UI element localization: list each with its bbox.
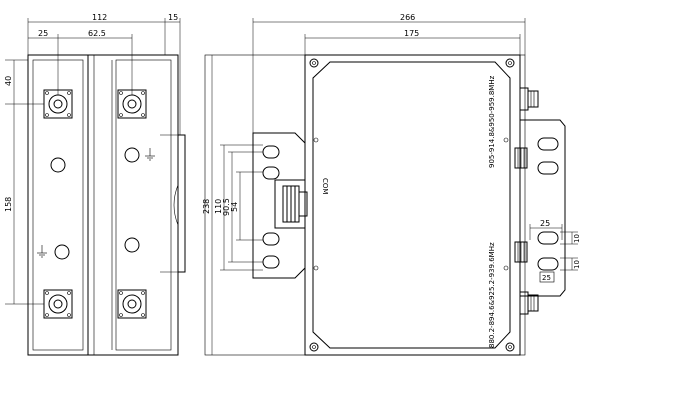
screw-icon xyxy=(309,342,319,352)
screw-icon xyxy=(505,342,515,352)
dim-175: 175 xyxy=(404,29,419,38)
screw-icon xyxy=(505,58,515,68)
right-view: COM xyxy=(202,13,581,356)
connector-bottom-left xyxy=(43,289,73,319)
left-side-flange xyxy=(178,134,186,273)
dim-40: 40 xyxy=(4,76,13,86)
bracket-slot xyxy=(262,145,280,159)
bracket-slot xyxy=(262,232,280,246)
dim-238: 238 xyxy=(202,199,211,214)
bracket-slot xyxy=(537,231,559,245)
left-body-outline xyxy=(27,54,179,356)
output-connector-bottom xyxy=(519,291,539,315)
output-connector-lower-mid xyxy=(514,241,528,263)
output-connector-upper-mid xyxy=(514,147,528,169)
dim-15: 15 xyxy=(168,13,178,22)
dim-90-5: 90.5 xyxy=(222,198,231,216)
dim-10b: 10 xyxy=(573,260,581,269)
left-mounting-bracket xyxy=(252,132,306,279)
com-label: COM xyxy=(321,178,329,194)
ground-icon xyxy=(124,147,155,163)
dim-266: 266 xyxy=(400,13,415,22)
bracket-slot xyxy=(537,161,559,175)
left-back-frame xyxy=(115,59,172,351)
ground-icon xyxy=(37,244,70,260)
bracket-slot xyxy=(262,166,280,180)
bracket-slot xyxy=(537,137,559,151)
freq-label-top: 905-914.8&950-959.8MHz xyxy=(488,75,496,168)
dim-62-5: 62.5 xyxy=(88,29,106,38)
dim-25-top: 25 xyxy=(540,219,550,228)
screw-icon xyxy=(309,58,319,68)
left-hole-upper xyxy=(50,157,66,173)
output-connector-top xyxy=(519,87,539,111)
right-inner-panel xyxy=(312,61,511,349)
dim-10: 10 xyxy=(573,234,581,243)
left-view: 112 15 25 62.5 40 158 xyxy=(4,13,186,356)
com-connector xyxy=(274,179,308,229)
bracket-slot xyxy=(262,255,280,269)
connector-bottom-right xyxy=(117,289,147,319)
dim-110: 110 xyxy=(214,199,223,214)
left-hole-lower xyxy=(124,237,140,253)
dim-112: 112 xyxy=(92,13,107,22)
left-front-frame xyxy=(32,59,84,351)
left-side-curve xyxy=(173,184,179,226)
freq-label-bottom: 880.2-894.6&925.2-939.6MHz xyxy=(488,242,496,348)
dim-25-bottom: 25 xyxy=(542,274,551,282)
dim-25: 25 xyxy=(38,29,48,38)
dim-158: 158 xyxy=(4,197,13,212)
bracket-slot xyxy=(537,257,559,271)
dim-54: 54 xyxy=(230,202,239,212)
dim-box-25 xyxy=(539,271,555,283)
